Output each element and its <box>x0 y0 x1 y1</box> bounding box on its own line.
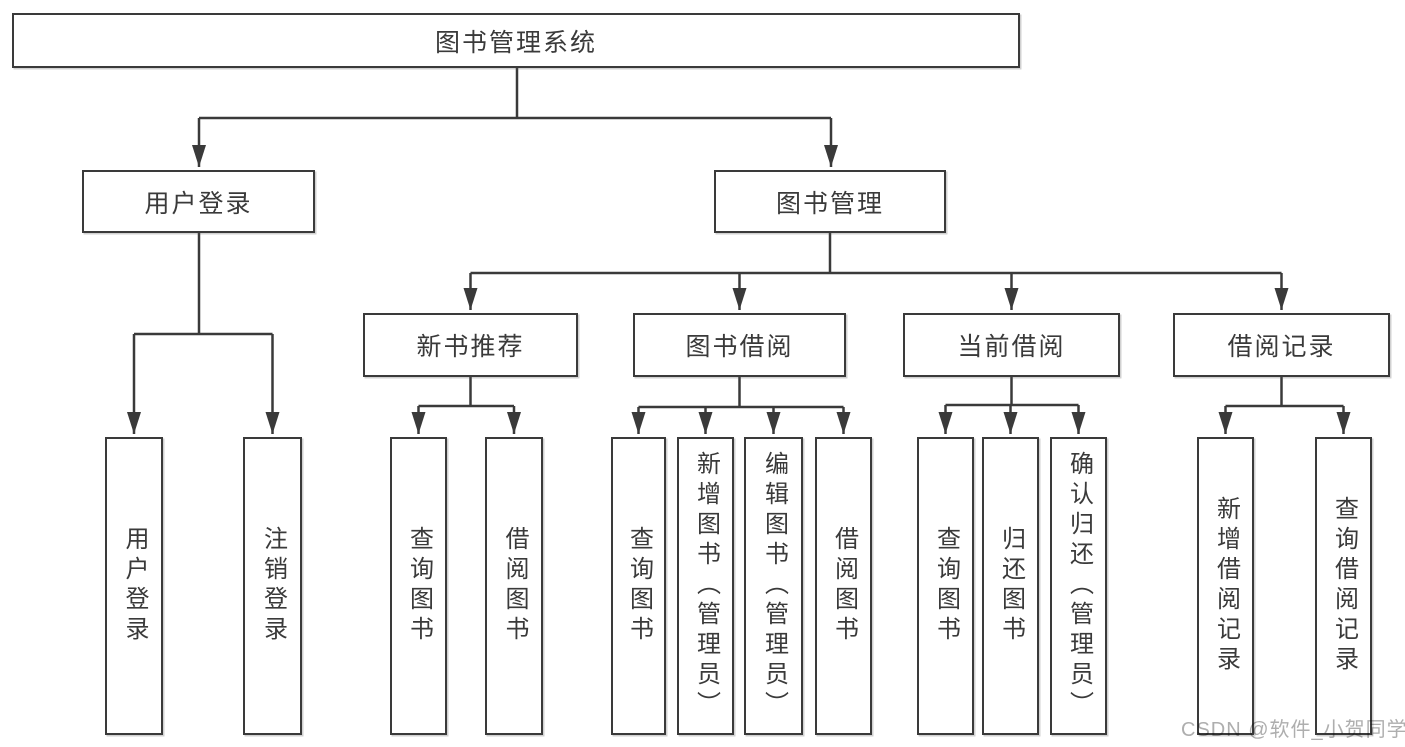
leaf-query-books-borrow: 查询图书 <box>611 437 666 735</box>
node-borrow-records: 借阅记录 <box>1173 313 1390 377</box>
leaf-borrow-books: 借阅图书 <box>815 437 872 735</box>
leaf-label: 编辑图书（管理员） <box>760 451 788 721</box>
node-label: 借阅记录 <box>1227 333 1336 361</box>
leaf-label: 借阅图书 <box>830 526 858 646</box>
leaf-label: 用户登录 <box>121 526 148 646</box>
leaf-borrow-books-recommend: 借阅图书 <box>485 437 543 735</box>
leaf-label: 新增借阅记录 <box>1212 496 1240 676</box>
leaf-edit-books-admin: 编辑图书（管理员） <box>744 437 803 735</box>
leaf-user-login: 用户登录 <box>105 437 163 735</box>
connector-paths <box>127 68 1351 434</box>
leaf-label: 查询图书 <box>932 526 960 646</box>
leaf-label: 查询图书 <box>405 526 433 646</box>
node-label: 新书推荐 <box>416 333 525 361</box>
node-root-label: 图书管理系统 <box>434 28 597 57</box>
leaf-label: 查询图书 <box>625 526 653 646</box>
leaf-label: 注销登录 <box>259 526 287 646</box>
leaf-label: 新增图书（管理员） <box>692 451 720 721</box>
node-book-borrow: 图书借阅 <box>633 313 846 377</box>
node-label: 图书借阅 <box>685 333 794 361</box>
leaf-label: 借阅图书 <box>501 526 528 646</box>
leaf-query-books-recommend: 查询图书 <box>390 437 447 735</box>
node-root-system: 图书管理系统 <box>12 13 1020 68</box>
leaf-label: 归还图书 <box>997 526 1025 646</box>
node-label: 用户登录 <box>144 189 253 218</box>
node-label: 当前借阅 <box>957 333 1066 361</box>
node-current-borrow: 当前借阅 <box>903 313 1120 377</box>
leaf-query-borrow-record: 查询借阅记录 <box>1315 437 1372 735</box>
leaf-label: 查询借阅记录 <box>1330 496 1358 676</box>
leaf-add-books-admin: 新增图书（管理员） <box>677 437 734 735</box>
leaf-confirm-return-admin: 确认归还（管理员） <box>1050 437 1107 735</box>
node-label: 图书管理 <box>775 189 884 218</box>
leaf-query-books-current: 查询图书 <box>917 437 974 735</box>
leaf-logout: 注销登录 <box>243 437 302 735</box>
node-book-management-branch: 图书管理 <box>714 170 946 233</box>
csdn-watermark: CSDN @软件_小贺同学 <box>1181 719 1405 741</box>
node-new-book-recommend: 新书推荐 <box>363 313 578 377</box>
node-user-login-branch: 用户登录 <box>82 170 315 233</box>
leaf-return-books: 归还图书 <box>982 437 1039 735</box>
leaf-add-borrow-record: 新增借阅记录 <box>1197 437 1254 735</box>
leaf-label: 确认归还（管理员） <box>1065 451 1093 721</box>
